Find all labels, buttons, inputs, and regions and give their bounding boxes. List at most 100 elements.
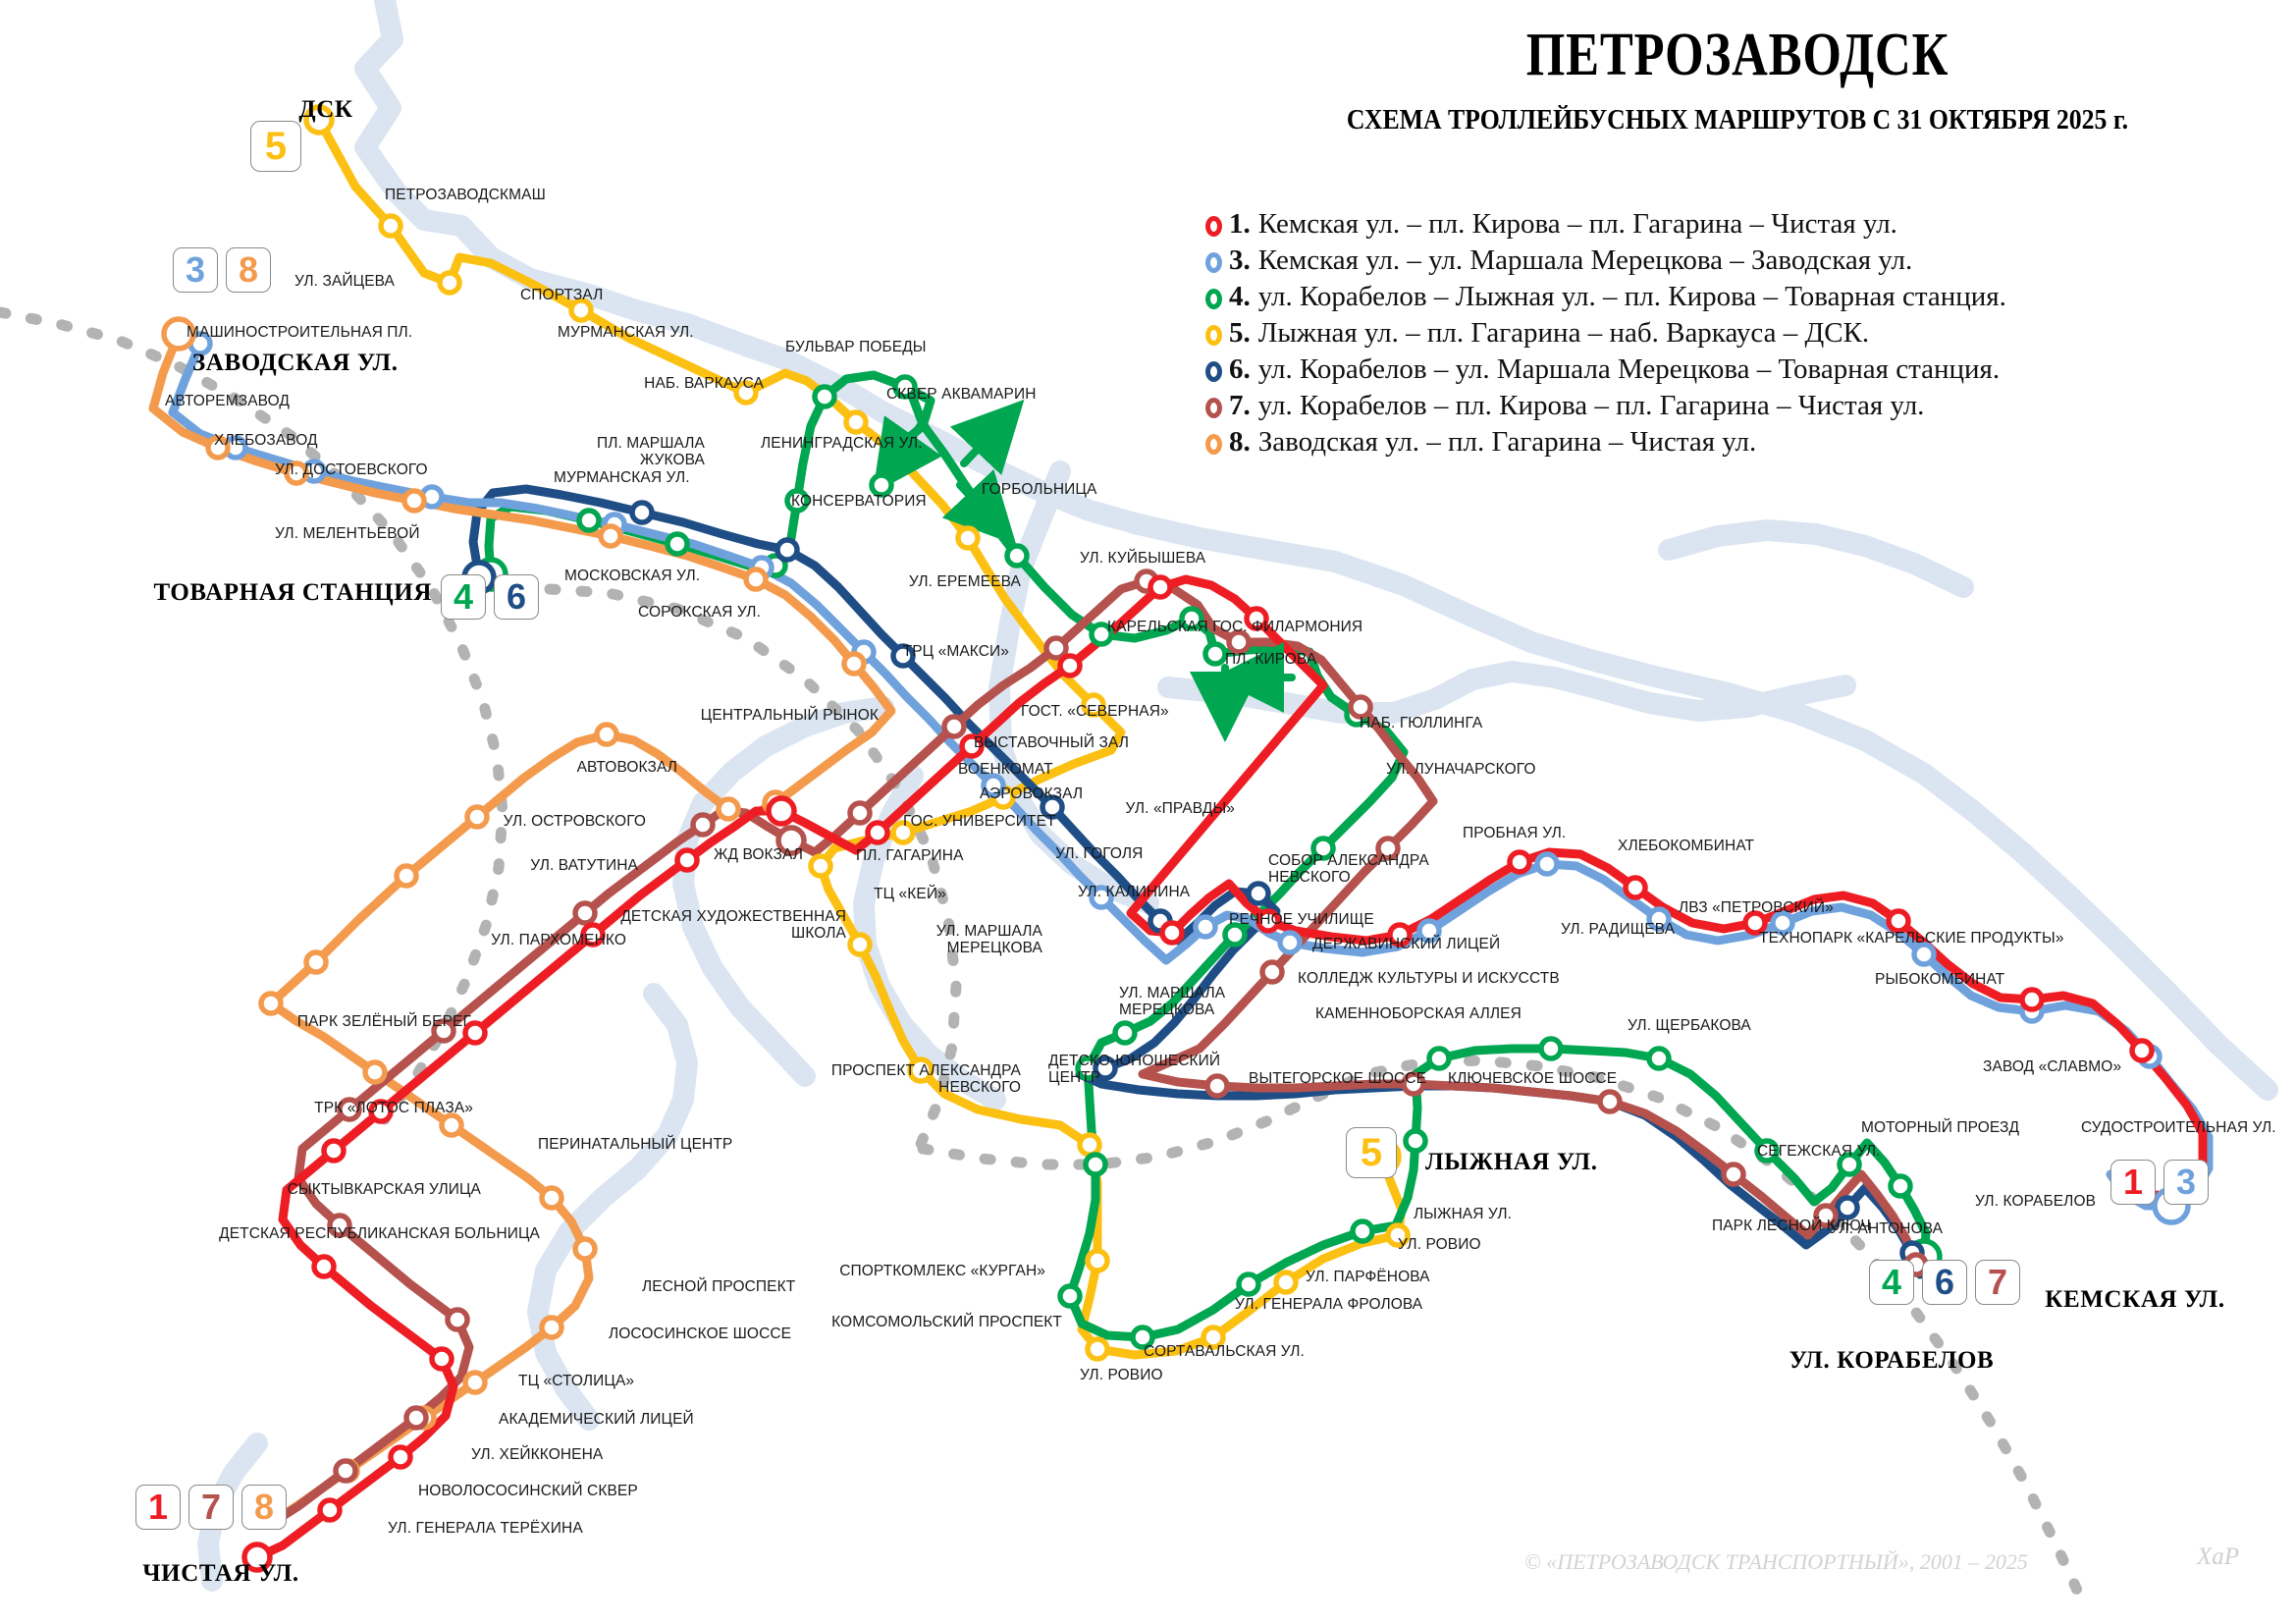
stop-label-ул-достоевского: УЛ. ДОСТОЕВСКОГО xyxy=(275,461,428,478)
stop-label-line: УЛ. АНТОНОВА xyxy=(1830,1220,1944,1237)
route-badge-5[interactable]: 5 xyxy=(250,121,301,172)
legend-route-number: 5. xyxy=(1229,317,1251,349)
route-badge-8[interactable]: 8 xyxy=(241,1485,287,1530)
stop-label-line: НАБ. ВАРКАУСА xyxy=(644,375,764,392)
route-badge-5[interactable]: 5 xyxy=(1346,1127,1397,1178)
map-header: ПЕТРОЗАВОДСК СХЕМА ТРОЛЛЕЙБУСНЫХ МАРШРУТ… xyxy=(1217,23,2258,136)
legend-item-6[interactable]: 6.ул. Корабелов – ул. Маршала Мерецкова … xyxy=(1205,353,2006,389)
stop-label-ул-островского: УЛ. ОСТРОВСКОГО xyxy=(504,813,646,830)
stop-label-line: КАРЕЛЬСКАЯ ГОС. ФИЛАРМОНИЯ xyxy=(1107,619,1363,635)
stop-label-line: СУДОСТРОИТЕЛЬНАЯ УЛ. xyxy=(2081,1119,2276,1136)
stop-label-лососинское-шоссе: ЛОСОСИНСКОЕ ШОССЕ xyxy=(609,1326,791,1342)
stop-label-line: УЛ. «ПРАВДЫ» xyxy=(1125,800,1235,817)
stop-label-line: СОРТАВАЛЬСКАЯ УЛ. xyxy=(1144,1343,1305,1360)
route-badge-4[interactable]: 4 xyxy=(1869,1260,1914,1305)
stop-label-line: ВЫСТАВОЧНЫЙ ЗАЛ xyxy=(974,734,1129,751)
city-boundary xyxy=(0,306,2087,1604)
stop-label-line: СПОРТЗАЛ xyxy=(520,287,604,303)
stop-label-line: ЛВЗ «ПЕТРОВСКИЙ» xyxy=(1679,899,1834,916)
stop-label-горбольница: ГОРБОЛЬНИЦА xyxy=(982,481,1096,498)
stop-label-военкомат: ВОЕНКОМАТ xyxy=(958,761,1053,778)
stop-label-ул-зайцева: УЛ. ЗАЙЦЕВА xyxy=(294,273,395,290)
route-badge-7[interactable]: 7 xyxy=(188,1485,234,1530)
terminal-label-ул-корабелов: УЛ. КОРАБЕЛОВ xyxy=(1789,1347,1995,1374)
stop-label-line: ЦЕНТРАЛЬНЫЙ РЫНОК xyxy=(700,707,879,724)
stop-label-line: ДЕРЖАВИНСКИЙ ЛИЦЕЙ xyxy=(1312,936,1501,952)
stop-label-line: ЛЫЖНАЯ УЛ. xyxy=(1414,1206,1513,1222)
stop-label-ул-ровио: УЛ. РОВИО xyxy=(1398,1236,1481,1253)
terminal-label-дск: ДСК xyxy=(298,96,353,123)
legend-color-dot-icon xyxy=(1205,216,1222,237)
stop-label-line: НЕВСКОГО xyxy=(1268,869,1351,887)
stop-label-аэровокзал: АЭРОВОКЗАЛ xyxy=(980,785,1083,802)
route-badge-1[interactable]: 1 xyxy=(2110,1160,2156,1205)
stop-label-line: ТРЦ «МАКСИ» xyxy=(902,643,1009,660)
stop-label-line: УЛ. КУЙБЫШЕВА xyxy=(1080,550,1206,567)
stop-label-речное-училище: РЕЧНОЕ УЧИЛИЩЕ xyxy=(1229,911,1374,928)
stop-label-line: ПЛ. ГАГАРИНА xyxy=(856,847,964,864)
stop-label-ул-ровио: УЛ. РОВИО xyxy=(1080,1367,1163,1383)
legend-route-number: 1. xyxy=(1229,208,1251,240)
stop-label-перинатальный-центр: ПЕРИНАТАЛЬНЫЙ ЦЕНТР xyxy=(538,1136,732,1153)
stop-label-line: НЕВСКОГО xyxy=(938,1079,1021,1097)
stop-label-моторный-проезд: МОТОРНЫЙ ПРОЕЗД xyxy=(1861,1119,2019,1136)
legend-item-8[interactable]: 8.Заводская ул. – пл. Гагарина – Чистая … xyxy=(1205,426,2006,461)
stop-label-line: КАМЕННОБОРСКАЯ АЛЛЕЯ xyxy=(1315,1005,1522,1022)
stop-label-line: УЛ. ЕРЕМЕЕВА xyxy=(908,573,1021,590)
route-badge-6[interactable]: 6 xyxy=(1922,1260,1967,1305)
stop-label-line: МАШИНОСТРОИТЕЛЬНАЯ ПЛ. xyxy=(187,324,413,341)
route-badge-8[interactable]: 8 xyxy=(226,247,271,293)
stop-label-line: УЛ. ЛУНАЧАРСКОГО xyxy=(1386,761,1536,778)
route-line-7 xyxy=(266,576,1921,1529)
stop-label-академический-лицей: АКАДЕМИЧЕСКИЙ ЛИЦЕЙ xyxy=(499,1411,694,1428)
stop-label-line: КОЛЛЕДЖ КУЛЬТУРЫ И ИСКУССТВ xyxy=(1298,970,1560,987)
legend-item-4[interactable]: 4.ул. Корабелов – Лыжная ул. – пл. Киров… xyxy=(1205,281,2006,316)
legend-route-number: 4. xyxy=(1229,281,1251,312)
stop-label-line: СПОРТКОМЛЕКС «КУРГАН» xyxy=(839,1263,1045,1279)
stop-label-line: МЕРЕЦКОВА xyxy=(946,940,1042,957)
route-line-8 xyxy=(148,329,896,1527)
legend-route-number: 7. xyxy=(1229,390,1251,421)
legend-item-1[interactable]: 1.Кемская ул. – пл. Кирова – пл. Гагарин… xyxy=(1205,208,2006,244)
legend-item-3[interactable]: 3.Кемская ул. – ул. Маршала Мерецкова – … xyxy=(1205,244,2006,280)
route-badge-7[interactable]: 7 xyxy=(1975,1260,2020,1305)
legend-item-5[interactable]: 5.Лыжная ул. – пл. Гагарина – наб. Варка… xyxy=(1205,317,2006,352)
route-badge-3[interactable]: 3 xyxy=(173,247,218,293)
legend-route-description: Лыжная ул. – пл. Гагарина – наб. Варкаус… xyxy=(1257,317,1870,349)
route-badge-1[interactable]: 1 xyxy=(135,1485,181,1530)
route-badge-4[interactable]: 4 xyxy=(441,574,486,620)
stop-label-центральный-рынок: ЦЕНТРАЛЬНЫЙ РЫНОК xyxy=(701,707,879,724)
stop-label-мурманская-ул: МУРМАНСКАЯ УЛ. xyxy=(558,324,694,341)
stop-label-ул-антонова: УЛ. АНТОНОВА xyxy=(1830,1220,1943,1237)
legend-route-description: ул. Корабелов – пл. Кирова – пл. Гагарин… xyxy=(1257,390,1925,421)
stop-label-ул-мелентьевой: УЛ. МЕЛЕНТЬЕВОЙ xyxy=(275,525,420,542)
route-badge-3[interactable]: 3 xyxy=(2163,1160,2209,1205)
legend-color-dot-icon xyxy=(1205,361,1222,382)
legend-color-dot-icon xyxy=(1205,398,1222,418)
terminal-label-кемская-ул: КЕМСКАЯ УЛ. xyxy=(2045,1286,2225,1313)
author-signature: ХаР xyxy=(2197,1543,2240,1570)
stop-label-line: ПРОБНАЯ УЛ. xyxy=(1463,825,1567,841)
stop-label-line: ЛОСОСИНСКОЕ ШОССЕ xyxy=(609,1326,792,1342)
terminal-label-чистая-ул: ЧИСТАЯ УЛ. xyxy=(142,1560,299,1587)
stop-label-державинский-лицей: ДЕРЖАВИНСКИЙ ЛИЦЕЙ xyxy=(1312,936,1500,952)
stop-label-line: ДЕТСКАЯ ХУДОЖЕСТВЕННАЯ xyxy=(620,908,846,925)
stop-label-line: СОБОР АЛЕКСАНДРА xyxy=(1268,852,1429,869)
stop-label-line: ЖУКОВА xyxy=(639,452,705,469)
stop-label-гост-северная: ГОСТ. «СЕВЕРНАЯ» xyxy=(1021,703,1169,720)
legend-item-7[interactable]: 7.ул. Корабелов – пл. Кирова – пл. Гагар… xyxy=(1205,390,2006,425)
stop-label-сегежская-ул: СЕГЕЖСКАЯ УЛ. xyxy=(1757,1143,1881,1160)
stop-label-line: УЛ. МЕЛЕНТЬЕВОЙ xyxy=(275,525,420,542)
stop-label-line: ДЕТСКО-ЮНОШЕСКИЙ xyxy=(1048,1053,1221,1069)
stop-label-line: УЛ. ОСТРОВСКОГО xyxy=(503,813,646,830)
legend-route-description: Заводская ул. – пл. Гагарина – Чистая ул… xyxy=(1257,426,1757,458)
stop-label-сортавальская-ул: СОРТАВАЛЬСКАЯ УЛ. xyxy=(1144,1343,1305,1360)
stop-label-line: ПЛ. КИРОВА xyxy=(1225,651,1317,668)
stop-label-line: АВТОРЕМЗАВОД xyxy=(165,393,290,409)
route-badge-6[interactable]: 6 xyxy=(494,574,539,620)
stop-label-line: ХЛЕБОКОМБИНАТ xyxy=(1618,838,1755,854)
stop-label-завод-славмо: ЗАВОД «СЛАВМО» xyxy=(1983,1058,2121,1075)
